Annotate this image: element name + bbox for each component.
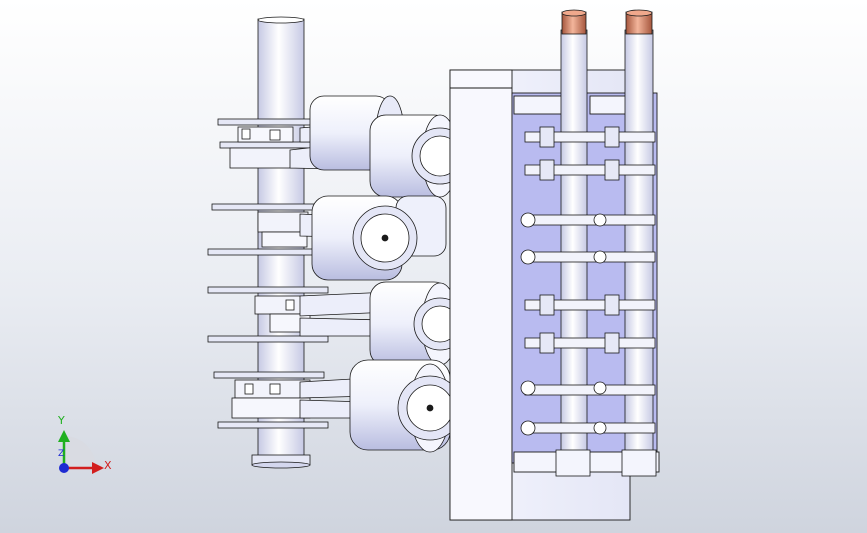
valve-train-part[interactable] bbox=[520, 9, 657, 477]
pistons-part[interactable] bbox=[309, 95, 469, 453]
z-axis-label: Z bbox=[58, 449, 65, 459]
x-axis-label: X bbox=[104, 459, 112, 472]
axis-triad bbox=[58, 430, 104, 474]
crankshaft-part[interactable] bbox=[207, 16, 331, 469]
y-axis-label: Y bbox=[58, 414, 65, 427]
